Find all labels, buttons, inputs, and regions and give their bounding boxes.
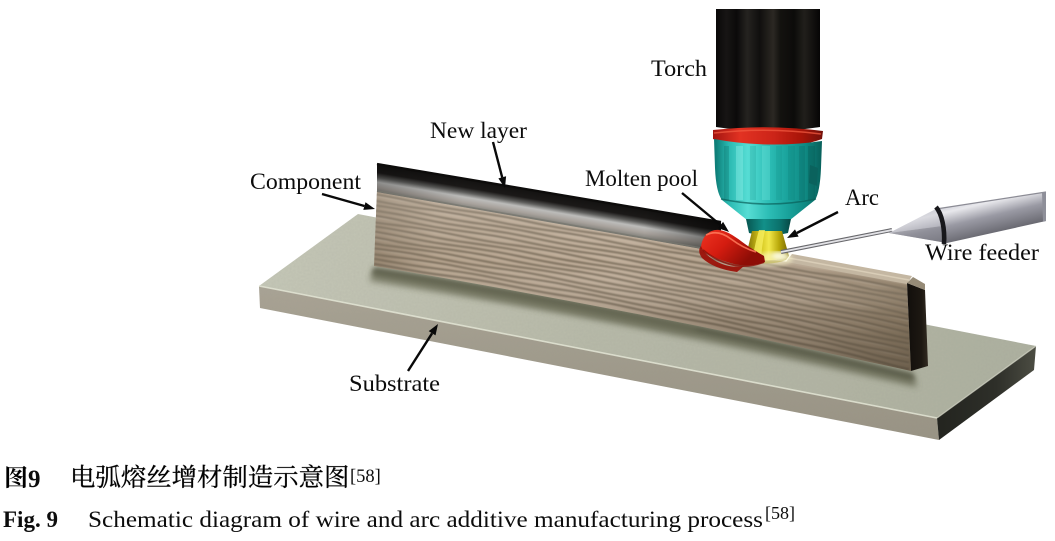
svg-text:Substrate: Substrate	[349, 371, 440, 396]
svg-text:Schematic diagram of wire and: Schematic diagram of wire and arc additi…	[88, 507, 763, 532]
svg-text:[58]: [58]	[765, 503, 795, 523]
svg-text:[58]: [58]	[350, 467, 381, 487]
svg-text:Molten pool: Molten pool	[585, 166, 698, 191]
svg-text:Component: Component	[250, 169, 362, 194]
svg-text:Wire feeder: Wire feeder	[925, 240, 1039, 265]
svg-text:Fig. 9: Fig. 9	[3, 507, 58, 532]
svg-text:Torch: Torch	[651, 56, 708, 81]
svg-text:New layer: New layer	[430, 118, 527, 143]
svg-text:Arc: Arc	[845, 185, 879, 210]
svg-text:9: 9	[28, 466, 41, 493]
